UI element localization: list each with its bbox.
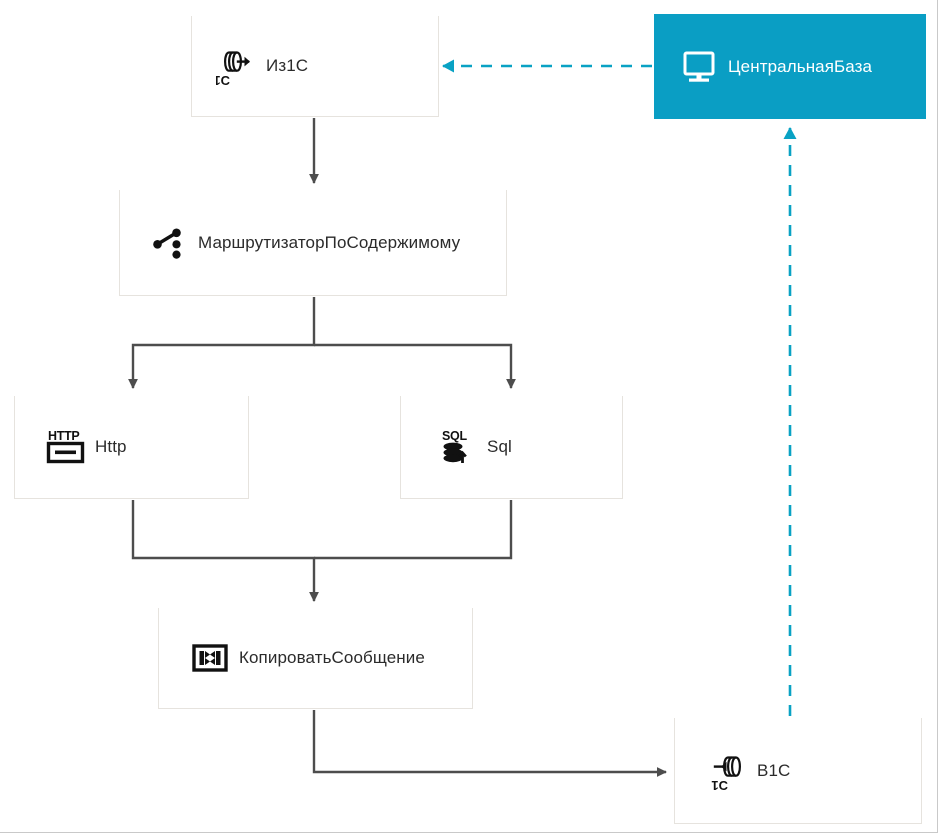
node-label-marshrutizator: МаршрутизаторПоСодержимому bbox=[198, 232, 461, 252]
content-router-icon bbox=[146, 220, 192, 266]
svg-text:HTTP: HTTP bbox=[48, 429, 79, 443]
node-label-centralnayabaza: ЦентральнаяБаза bbox=[728, 56, 873, 76]
node-label-sql: Sql bbox=[487, 437, 512, 456]
node-centralnayabaza[interactable]: ЦентральнаяБаза bbox=[654, 14, 926, 119]
node-iz1c[interactable]: Ɔ1 Из1С bbox=[191, 16, 439, 117]
node-label-kopirovat: КопироватьСообщение bbox=[239, 648, 425, 667]
node-label-v1c: В1С bbox=[757, 760, 791, 780]
edge-kopirovat-to-v1c bbox=[312, 710, 667, 777]
1c-inbound-icon: Ɔ1 bbox=[705, 748, 751, 794]
svg-text:SQL: SQL bbox=[442, 429, 467, 443]
node-label-http: Http bbox=[95, 437, 127, 456]
svg-text:Ɔ1: Ɔ1 bbox=[711, 778, 728, 792]
edge-marshrutizator-to-http bbox=[128, 297, 316, 389]
1c-outbound-icon: Ɔ1 bbox=[214, 43, 260, 89]
edge-sql-to-kopirovat bbox=[314, 500, 513, 560]
node-http[interactable]: HTTP Http bbox=[14, 396, 249, 499]
node-marshrutizator[interactable]: МаршрутизаторПоСодержимому bbox=[119, 190, 507, 296]
node-v1c[interactable]: Ɔ1 В1С bbox=[674, 718, 922, 824]
svg-text:Ɔ1: Ɔ1 bbox=[216, 73, 230, 87]
edge-marshrutizator-to-sql bbox=[314, 343, 516, 389]
http-icon: HTTP bbox=[43, 424, 89, 470]
edge-http-to-kopirovat bbox=[131, 500, 319, 602]
monitor-icon bbox=[676, 44, 722, 90]
sql-icon: SQL bbox=[435, 424, 481, 470]
node-kopirovat[interactable]: КопироватьСообщение bbox=[158, 608, 473, 709]
copy-message-icon bbox=[187, 635, 233, 681]
node-label-iz1c: Из1С bbox=[266, 56, 309, 75]
node-sql[interactable]: SQL Sql bbox=[400, 396, 623, 499]
